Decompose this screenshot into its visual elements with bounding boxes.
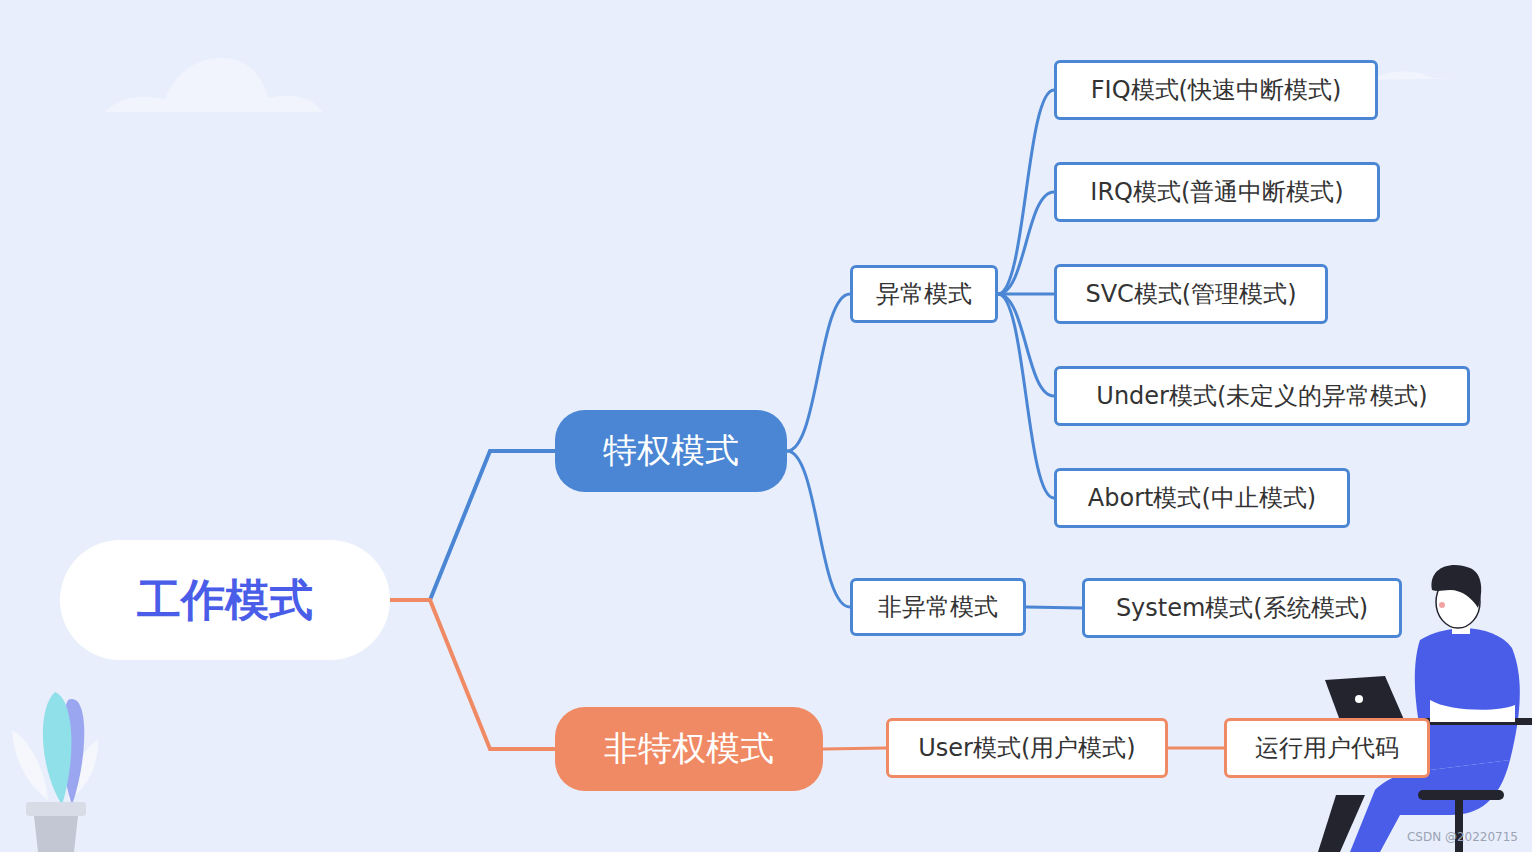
connector	[998, 192, 1054, 294]
plant	[12, 692, 98, 852]
node-text: 非特权模式	[604, 726, 774, 772]
node-text: System模式(系统模式)	[1116, 592, 1368, 624]
node-text: 运行用户代码	[1255, 732, 1399, 764]
node-text: 特权模式	[603, 428, 739, 474]
node-text: Under模式(未定义的异常模式)	[1096, 380, 1427, 412]
watermark: CSDN @20220715	[1407, 830, 1518, 844]
topic-box: 非异常模式	[850, 578, 1026, 636]
mode-box: IRQ模式(普通中断模式)	[1054, 162, 1380, 222]
mode-box: SVC模式(管理模式)	[1054, 264, 1328, 324]
connector	[823, 748, 886, 749]
mode-box: Abort模式(中止模式)	[1054, 468, 1350, 528]
mode-box: Under模式(未定义的异常模式)	[1054, 366, 1470, 426]
node-text: SVC模式(管理模式)	[1085, 278, 1296, 310]
connector	[998, 90, 1054, 294]
connector	[390, 451, 555, 600]
mode-box: User模式(用户模式)	[886, 718, 1168, 778]
cloud	[105, 58, 322, 112]
connector	[998, 294, 1054, 396]
node-text: IRQ模式(普通中断模式)	[1090, 176, 1343, 208]
branch-node: 非特权模式	[555, 707, 823, 791]
mode-box: FIQ模式(快速中断模式)	[1054, 60, 1378, 120]
cloud	[1370, 72, 1470, 81]
connector	[998, 294, 1054, 498]
node-text: User模式(用户模式)	[918, 732, 1135, 764]
node-text: 非异常模式	[878, 591, 998, 623]
connector	[1168, 748, 1224, 749]
leaf-box: 运行用户代码	[1224, 718, 1430, 778]
branch-node: 特权模式	[555, 410, 787, 492]
connector	[1026, 607, 1082, 608]
connector	[390, 600, 555, 749]
connector	[787, 294, 850, 451]
mode-box: System模式(系统模式)	[1082, 578, 1402, 638]
root-node: 工作模式	[60, 540, 390, 660]
topic-box: 异常模式	[850, 265, 998, 323]
connector	[998, 294, 1054, 295]
connector	[787, 451, 850, 607]
node-text: 工作模式	[137, 571, 313, 630]
node-text: FIQ模式(快速中断模式)	[1091, 74, 1342, 106]
node-text: Abort模式(中止模式)	[1088, 482, 1316, 514]
node-text: 异常模式	[876, 278, 972, 310]
